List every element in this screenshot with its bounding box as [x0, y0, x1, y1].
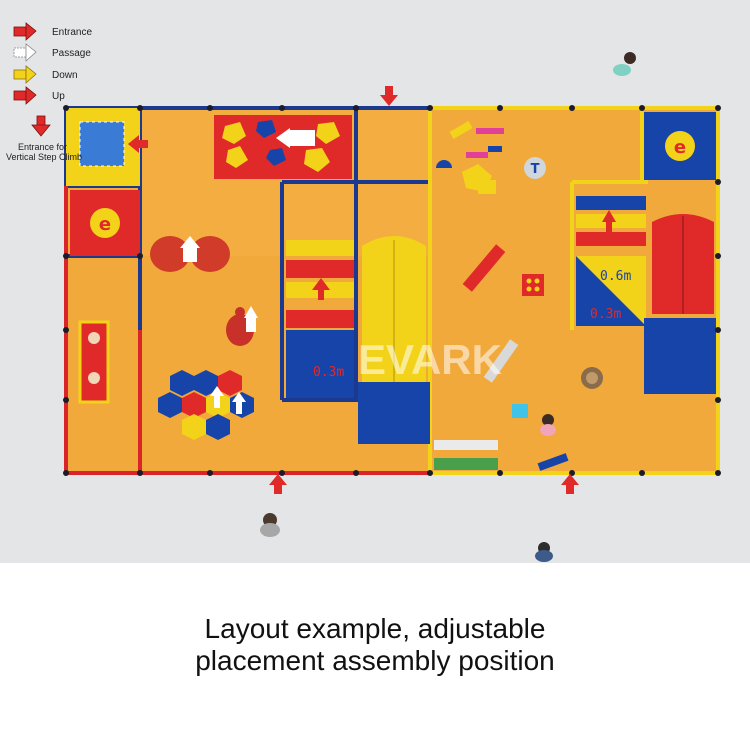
legend-entrance: Entrance [13, 22, 92, 41]
watermark: EVARK [358, 336, 502, 383]
balance-toys: T [434, 121, 603, 471]
entrance-arrows [128, 86, 579, 494]
slide-left [358, 236, 430, 444]
turtle-toy [226, 306, 258, 346]
caption-line-2: placement assembly position [195, 645, 555, 676]
legend: Entrance Passage Down Up Entrance for Ve… [6, 22, 92, 162]
legend-down: Down [13, 65, 78, 84]
legend-entrance-label: Entrance [52, 27, 92, 38]
legend-down-label: Down [52, 70, 78, 81]
caption-line-1: Layout example, adjustable [204, 613, 546, 644]
legend-vertical-label-2: Vertical Step Climb [6, 152, 82, 162]
right-frame [428, 106, 720, 475]
hexagon-cushions [158, 370, 254, 440]
climbing-wall [214, 115, 352, 179]
height-label-right-bottom: 0.3m [590, 307, 621, 322]
logo-panel-right: e [644, 112, 716, 180]
people [260, 52, 636, 562]
step-platform-left [286, 240, 354, 398]
legend-vertical-step: Entrance for Vertical Step Climb [6, 115, 82, 162]
side-bench [78, 320, 110, 404]
trampoline-net [66, 108, 140, 186]
height-label-left: 0.3m [313, 365, 344, 380]
legend-vertical-label-1: Entrance for [18, 142, 67, 152]
svg-text:T: T [531, 162, 540, 177]
legend-up-label: Up [52, 91, 65, 102]
slide-right [644, 214, 716, 394]
roller-drums [150, 236, 230, 272]
legend-passage-label: Passage [52, 48, 91, 59]
legend-up: Up [13, 86, 65, 105]
frame-posts [63, 105, 721, 476]
svg-text:e: e [674, 137, 686, 158]
height-label-right-top: 0.6m [600, 269, 631, 284]
legend-passage: Passage [13, 43, 91, 62]
playground-layout-diagram: e e [0, 0, 750, 563]
logo-panel-left: e [70, 190, 140, 256]
step-platform-right [576, 196, 646, 326]
svg-text:e: e [99, 214, 111, 235]
